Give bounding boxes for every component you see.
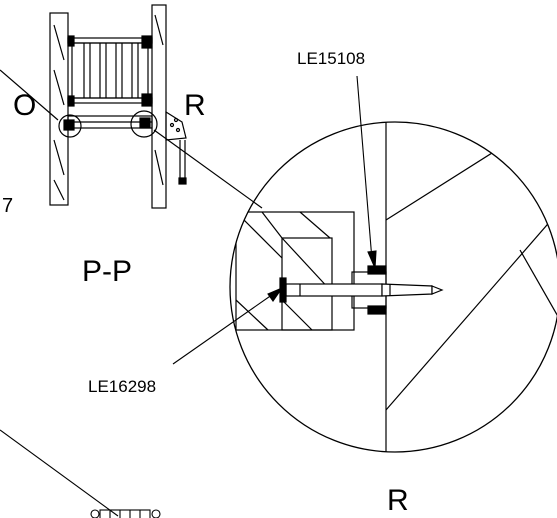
elevation-view bbox=[0, 4, 187, 209]
part-leaders bbox=[172, 75, 377, 365]
detail-circle-o bbox=[58, 114, 82, 138]
detail-circle-outline bbox=[229, 121, 557, 453]
detail-leader bbox=[153, 129, 263, 209]
label-detail-r-bottom: R bbox=[387, 484, 409, 517]
bottom-view-fragment bbox=[0, 429, 161, 518]
left-post bbox=[49, 12, 69, 206]
label-detail-r-top: R bbox=[184, 89, 206, 122]
label-edge-number: 7 bbox=[2, 195, 13, 217]
balusters bbox=[83, 43, 139, 98]
bolt bbox=[279, 277, 444, 303]
detail-r-view bbox=[229, 121, 557, 453]
right-post bbox=[151, 4, 167, 209]
label-part-top: LE15108 bbox=[297, 49, 365, 68]
detail-circle-r bbox=[130, 110, 158, 138]
label-section: P-P bbox=[82, 255, 132, 288]
label-detail-o: O bbox=[13, 89, 36, 122]
label-part-bottom: LE16298 bbox=[88, 377, 156, 396]
